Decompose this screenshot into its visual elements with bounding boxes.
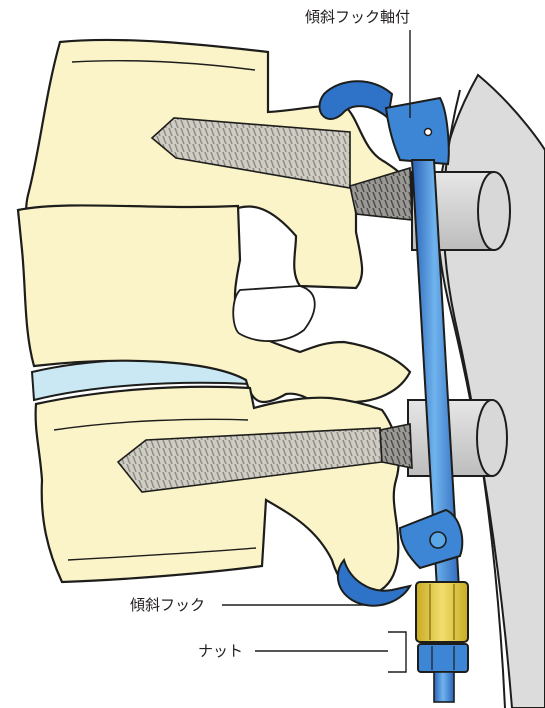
- hook-shaft-label: 傾斜フック軸付: [305, 8, 410, 26]
- nut-label: ナット: [198, 642, 243, 660]
- hook-pivot-hole: [430, 532, 446, 548]
- nut-bracket: [388, 632, 406, 672]
- hook-pin-hole: [425, 129, 432, 136]
- hook-label: 傾斜フック: [130, 596, 205, 614]
- nut: [416, 582, 468, 642]
- lower-cylinder: [408, 400, 507, 476]
- lower-collar: [418, 644, 468, 702]
